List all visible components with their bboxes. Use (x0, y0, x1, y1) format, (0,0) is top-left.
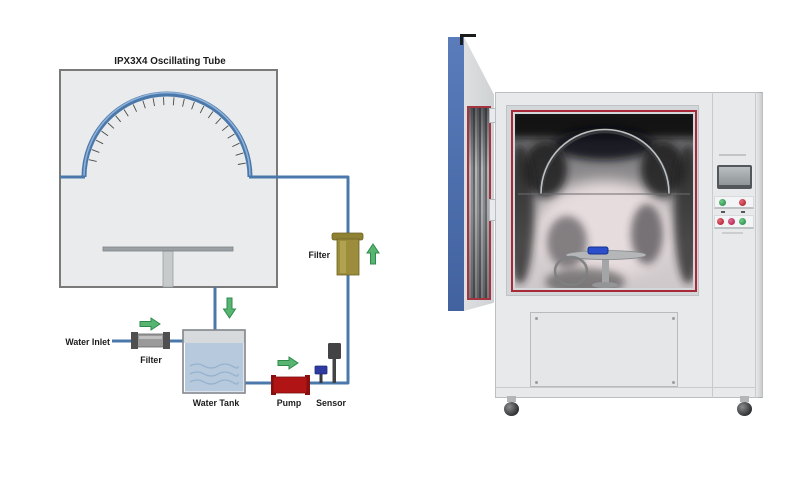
test-specimen (587, 246, 609, 255)
panel-brand-text (719, 154, 746, 156)
panel-seam-left (712, 92, 713, 398)
inlet-filter (131, 332, 170, 349)
button-label-mark-1 (721, 211, 725, 213)
stop-button-red (717, 218, 724, 225)
line-filter (331, 232, 364, 276)
flow-arrow-filter-icon (366, 243, 380, 265)
oscillating-tube-arc (81, 91, 253, 178)
flow-direction-arrows (139, 243, 380, 370)
spray-nozzle-ticks (88, 97, 246, 165)
spray-hose-loop (553, 255, 589, 287)
caster-wheel-left (502, 396, 520, 417)
interior-oscillating-tube (538, 128, 672, 196)
diagram-title: IPX3X4 Oscillating Tube (114, 56, 226, 67)
line-filter-label: Filter (308, 250, 330, 260)
door-inner-liner (467, 106, 491, 300)
panel-seam-right (755, 92, 756, 398)
chamber-interior (515, 114, 693, 288)
cabinet-side-shade (756, 92, 762, 398)
flow-diagram: IPX3X4 Oscillating Tube Water Inlet Filt… (59, 56, 380, 408)
water-tank (182, 329, 246, 394)
flow-arrow-drain-icon (222, 297, 237, 319)
water-inlet-label: Water Inlet (65, 337, 110, 347)
lower-access-panel (530, 312, 678, 387)
start-button-green (739, 218, 746, 225)
panel-model-text (722, 232, 743, 234)
flow-arrow-inlet-icon (139, 317, 161, 331)
flow-arrow-pump-icon (277, 356, 299, 370)
door-latch-bracket-icon (460, 34, 476, 45)
water-sensors (314, 343, 341, 383)
indicator-button-red (739, 199, 746, 206)
pump-label: Pump (277, 398, 302, 408)
caster-wheel-right (735, 396, 753, 417)
sample-table (102, 246, 234, 288)
chamber-photo (430, 0, 800, 500)
button-label-mark-2 (741, 211, 745, 213)
touchscreen-display (717, 165, 752, 189)
base-seam (496, 387, 756, 388)
door-edge (448, 37, 464, 311)
power-button-crimson (728, 218, 735, 225)
inlet-filter-label: Filter (140, 355, 162, 365)
indicator-button-green (719, 199, 726, 206)
door-seal-gasket (511, 110, 697, 292)
interior-sample-table (565, 250, 647, 288)
pump (271, 375, 310, 395)
water-tank-label: Water Tank (193, 398, 240, 408)
sensor-label: Sensor (316, 398, 346, 408)
